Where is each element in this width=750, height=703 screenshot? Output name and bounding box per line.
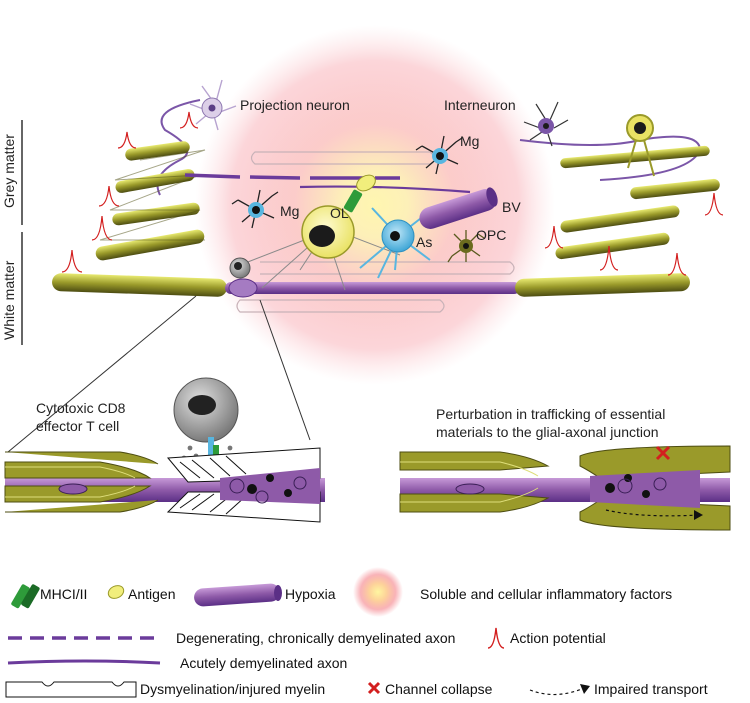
interneuron-label: Interneuron: [444, 97, 516, 113]
inflammation-halo: [195, 25, 555, 385]
microglia-left-label: Mg: [280, 203, 299, 219]
legend-impaired-transport-arrowhead: [580, 684, 590, 694]
blood-vessel: [419, 187, 498, 229]
right-panel-node: [590, 470, 700, 508]
oligodendrocyte-label: OL: [330, 205, 349, 221]
blood-vessel-label: BV: [502, 199, 521, 215]
left-panel-myelin-left: [4, 451, 159, 513]
legend-channel-collapse-label: Channel collapse: [385, 681, 493, 697]
right-projection-neuron: [626, 114, 655, 177]
white-matter-label: White matter: [1, 260, 17, 340]
left-myelinated-axon: [52, 99, 227, 297]
opc: [447, 230, 485, 263]
legend-impaired-transport-icon: [529, 687, 585, 696]
legend-acute-icon: [7, 659, 161, 665]
legend-mhc-label: MHCI/II: [40, 586, 87, 602]
legend-acute-label: Acutely demyelinated axon: [180, 655, 347, 671]
right-panel-title-2: materials to the glial-axonal junction: [436, 424, 659, 440]
legend-mhc-icon: [11, 584, 40, 609]
microglia-left: [231, 189, 279, 229]
legend-dysmyelination-icon: [5, 681, 137, 698]
oligodendrocyte: [239, 205, 401, 291]
axon-node-left: [228, 278, 258, 298]
cytotoxic-t-cell: [173, 377, 239, 463]
right-panel-arrowhead: [694, 510, 703, 520]
legend-antigen-icon: [107, 585, 125, 599]
legend-channel-collapse-icon: [367, 681, 381, 695]
ol-mhc-antigen: [343, 174, 376, 213]
legend-dysmyelination-label: Dysmyelination/injured myelin: [140, 681, 325, 697]
central-axon: [225, 282, 520, 294]
astrocyte: [359, 207, 431, 279]
right-panel-cross: [655, 445, 671, 461]
action-potentials: [61, 111, 724, 276]
microglia-top: [415, 135, 463, 175]
microglia-top-label: Mg: [460, 133, 479, 149]
legend-degenerating-label: Degenerating, chronically demyelinated a…: [176, 630, 455, 646]
left-panel: Cytotoxic CD8 effector T cell: [4, 377, 325, 523]
right-panel-myelin-left: [399, 451, 550, 513]
legend-inflammatory-icon: [353, 567, 403, 617]
right-panel-impaired-transport: [605, 509, 701, 517]
opc-label: OPC: [476, 227, 506, 243]
legend-antigen-label: Antigen: [128, 586, 175, 602]
zoom-lines: [7, 295, 311, 453]
left-panel-mito: [58, 483, 88, 495]
grey-matter-label: Grey matter: [1, 134, 17, 208]
projection-neuron: [189, 79, 237, 131]
degenerating-axon: [184, 173, 400, 180]
legend: MHCI/II Antigen Hypoxia Soluble and cell…: [5, 567, 708, 698]
right-panel-mito: [455, 483, 485, 495]
right-panel-title-1: Perturbation in trafficking of essential: [436, 406, 665, 422]
right-panel: Perturbation in trafficking of essential…: [399, 406, 731, 531]
t-cell-small: [229, 257, 251, 279]
astrocyte-label: As: [416, 234, 432, 250]
right-myelinated-axon: [515, 135, 720, 297]
legend-action-potential-label: Action potential: [510, 630, 606, 646]
left-panel-node: [220, 468, 320, 504]
top-scene: Grey matter White matter: [1, 25, 724, 453]
legend-hypoxia-icon: [194, 583, 282, 607]
projection-neuron-label: Projection neuron: [240, 97, 350, 113]
legend-impaired-transport-label: Impaired transport: [594, 681, 708, 697]
acute-axon-thin: [299, 185, 471, 194]
legend-inflammatory-label: Soluble and cellular inflammatory factor…: [420, 586, 672, 602]
interneuron: [523, 101, 569, 147]
left-panel-title-1: Cytotoxic CD8: [36, 400, 126, 416]
legend-hypoxia-label: Hypoxia: [285, 586, 336, 602]
left-panel-title-2: effector T cell: [36, 418, 119, 434]
legend-action-potential-icon: [487, 627, 505, 649]
